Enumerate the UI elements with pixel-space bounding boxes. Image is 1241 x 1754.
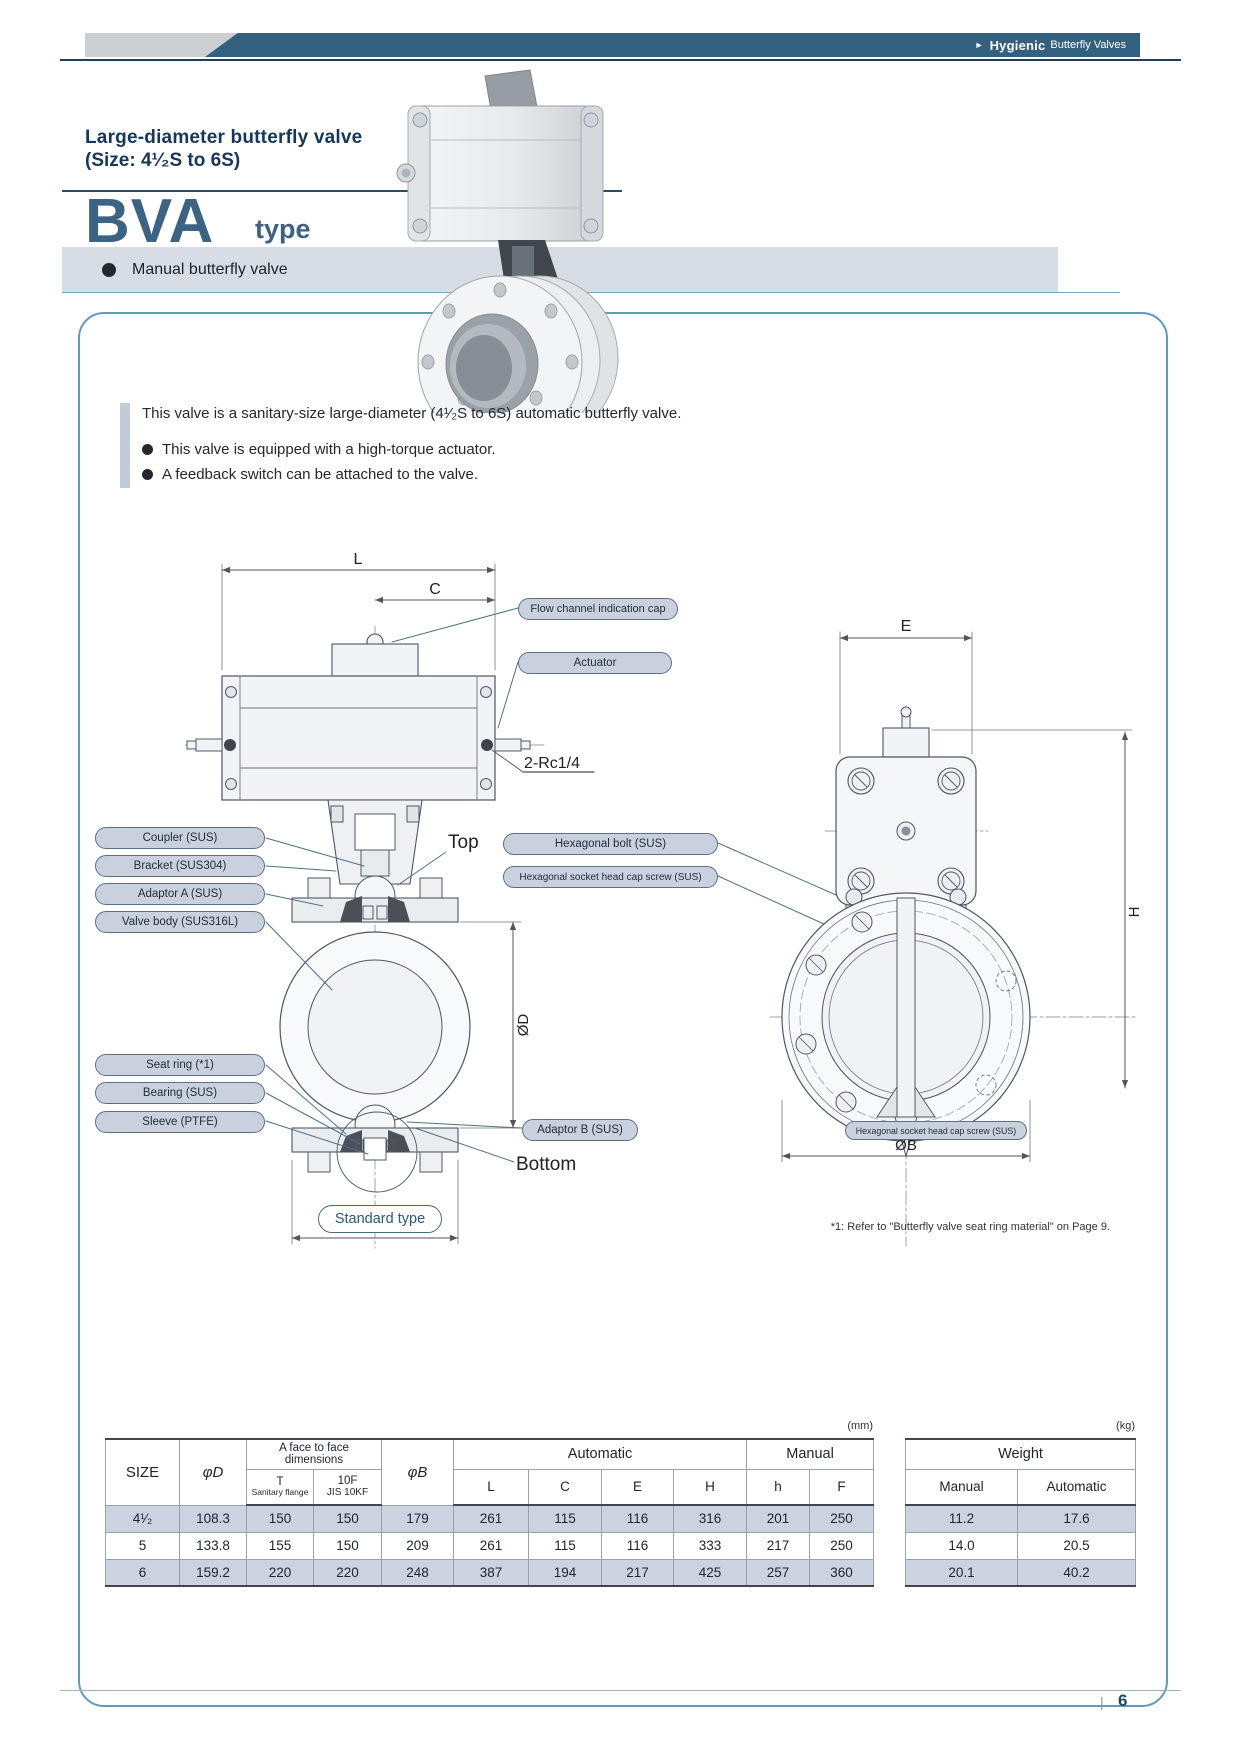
col-f: F	[809, 1468, 875, 1506]
unit-mm: (mm)	[847, 1420, 873, 1432]
col-phi-d: φD	[179, 1438, 247, 1506]
intro-accent-bar	[120, 403, 130, 488]
col-size: SIZE	[105, 1438, 180, 1506]
dim-H: H	[1126, 907, 1143, 918]
col-weight-manual: Manual	[905, 1468, 1018, 1506]
page-title-line1: Large-diameter butterfly valve	[85, 127, 363, 148]
bullet-icon	[142, 469, 153, 480]
unit-kg: (kg)	[1116, 1420, 1135, 1432]
bullet-icon	[142, 444, 153, 455]
footnote: *1: Refer to "Butterfly valve seat ring …	[830, 1221, 1110, 1233]
subtitle-text: Manual butterfly valve	[132, 260, 288, 278]
col-l: L	[453, 1468, 529, 1506]
page-title-line2: (Size: 4¹⁄₂S to 6S)	[85, 150, 241, 171]
header-brand-bold: Hygienic	[989, 37, 1046, 53]
callout-adaptor-a: Adaptor A (SUS)	[95, 883, 265, 905]
callout-hex-bolt: Hexagonal bolt (SUS)	[503, 833, 718, 855]
col-weight-automatic: Automatic	[1017, 1468, 1136, 1506]
triangle-right-icon: ►	[974, 40, 984, 50]
dim-L: L	[354, 551, 363, 568]
callout-hex-socket: Hexagonal socket head cap screw (SUS)	[503, 866, 718, 888]
callout-bracket: Bracket (SUS304)	[95, 855, 265, 877]
col-h-small: h	[746, 1468, 811, 1506]
intro-lead: This valve is a sanitary-size large-diam…	[142, 405, 682, 422]
page-number: 6	[1118, 1691, 1128, 1710]
dim-B: ØB	[895, 1137, 917, 1154]
callout-valve-body: Valve body (SUS316L)	[95, 911, 265, 933]
header-rule	[60, 59, 1181, 61]
dim-D: ØD	[515, 1014, 532, 1037]
bullet-icon	[102, 262, 116, 277]
model-suffix: type	[255, 214, 311, 244]
intro-bullet-2: A feedback switch can be attached to the…	[142, 466, 478, 483]
title-rule	[62, 190, 622, 192]
col-phi-b: φB	[381, 1438, 454, 1506]
col-c: C	[528, 1468, 602, 1506]
col-face-to-face: A face to face dimensions	[246, 1438, 382, 1470]
col-e: E	[601, 1468, 674, 1506]
label-top: Top	[448, 832, 479, 853]
label-bottom: Bottom	[516, 1154, 576, 1175]
header-brand-rest: Butterfly Valves	[1050, 39, 1126, 51]
callout-coupler: Coupler (SUS)	[95, 827, 265, 849]
standard-type-badge: Standard type	[318, 1205, 442, 1233]
callout-flow-cap: Flow channel indication cap	[518, 598, 678, 620]
callout-actuator: Actuator	[518, 652, 672, 674]
label-port: 2-Rc1/4	[524, 755, 580, 772]
callout-adaptor-b: Adaptor B (SUS)	[522, 1119, 638, 1141]
dim-E: E	[901, 618, 912, 635]
dim-C: C	[429, 581, 441, 598]
callout-sleeve: Sleeve (PTFE)	[95, 1111, 265, 1133]
col-manual-group: Manual	[746, 1438, 875, 1470]
footer-divider: |	[1100, 1694, 1104, 1710]
col-automatic-group: Automatic	[452, 1438, 748, 1470]
intro-bullet-1-text: This valve is equipped with a high-torqu…	[162, 441, 496, 458]
intro-bullet-2-text: A feedback switch can be attached to the…	[162, 466, 479, 483]
dimension-table: SIZE φD A face to face dimensions φB Aut…	[105, 1438, 875, 1587]
callout-seat-ring: Seat ring (*1)	[95, 1054, 265, 1076]
model-name: BVA	[85, 187, 215, 256]
product-photo	[396, 69, 619, 413]
footer-rule	[60, 1690, 1181, 1691]
header-bar: ► Hygienic Butterfly Valves	[205, 33, 1140, 57]
intro-bullet-1: This valve is equipped with a high-torqu…	[142, 441, 496, 458]
technical-drawing: L C	[184, 551, 1143, 1249]
callout-hex-socket-2: Hexagonal socket head cap screw (SUS)	[845, 1121, 1027, 1140]
col-h: H	[672, 1468, 748, 1506]
callout-bearing: Bearing (SUS)	[95, 1082, 265, 1104]
subtitle-band-rule	[62, 292, 1120, 293]
col-weight-group: Weight	[905, 1438, 1136, 1470]
